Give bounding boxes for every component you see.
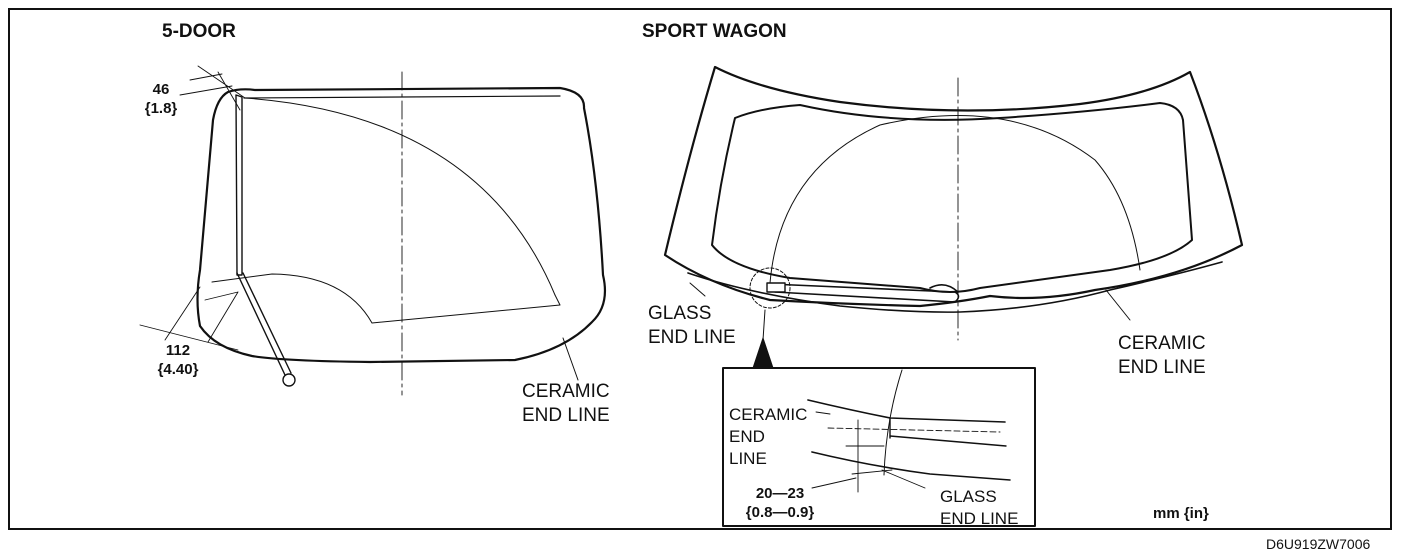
- sport-wagon-glass-label-line1: GLASS: [648, 303, 712, 324]
- detail-ceramic-label-line1: CERAMIC: [729, 405, 808, 424]
- sport-wagon-ceramic-label: CERAMIC END LINE: [1118, 332, 1206, 380]
- five-door-dim-bottom: 112 {4.40}: [150, 341, 206, 379]
- five-door-dim-top: 46 {1.8}: [136, 80, 186, 118]
- detail-glass-end-line: [811, 451, 1011, 481]
- detail-glass-label: GLASS END LINE: [940, 486, 1018, 530]
- title-sport-wagon: SPORT WAGON: [642, 21, 787, 42]
- detail-dim-leader: [811, 477, 857, 489]
- figure-code: D6U919ZW7006: [1266, 536, 1371, 552]
- five-door-dim-top-mm: 46: [152, 81, 170, 98]
- sport-wagon-glass-label: GLASS END LINE: [648, 302, 736, 350]
- five-door-wiper-pivot: [282, 373, 296, 387]
- sport-wagon-glass-outline: [663, 65, 1244, 308]
- detail-pointer-arrow: [752, 337, 774, 369]
- sport-wagon-ceramic-leader: [1105, 289, 1131, 321]
- sport-wagon-glass-label-line2: END LINE: [648, 327, 736, 348]
- five-door-wiper-area: [211, 273, 561, 324]
- five-door-dim-bottom-in: {4.40}: [157, 361, 199, 378]
- detail-dim-line: [845, 419, 893, 493]
- detail-ceramic-label-line2: END: [729, 427, 765, 446]
- five-door-wiper-arc: [244, 97, 556, 296]
- five-door-wiper-arm: [236, 272, 292, 376]
- detail-ceramic-leader: [815, 411, 831, 415]
- sport-wagon-wiper-pivot: [766, 282, 786, 293]
- sport-wagon-wiper-arc: [769, 115, 1141, 284]
- five-door-dim-top-lines: [179, 65, 246, 111]
- detail-ceramic-hidden: [827, 427, 1001, 433]
- sport-wagon-glass: [663, 65, 1244, 369]
- unit-label: mm {in}: [1153, 505, 1209, 522]
- detail-ceramic-label: CERAMIC END LINE: [729, 404, 807, 470]
- five-door-glass-outline: [196, 86, 607, 364]
- five-door-glass: [139, 65, 607, 396]
- detail-glass-label-line2: END LINE: [940, 509, 1019, 528]
- five-door-dim-bottom-mm: 112: [165, 342, 191, 359]
- detail-dim-in: {0.8—0.9}: [745, 504, 815, 521]
- detail-glass-label-line1: GLASS: [940, 487, 997, 506]
- five-door-ceramic-label-line2: END LINE: [522, 405, 610, 426]
- detail-inset-frame: [722, 367, 1036, 527]
- detail-wiper-curve: [883, 369, 903, 476]
- sport-wagon-inner-opening: [711, 102, 1193, 293]
- sport-wagon-glass-leader: [689, 282, 706, 297]
- detail-inset: [722, 367, 1036, 527]
- sport-wagon-detail-circle: [749, 267, 791, 309]
- five-door-wiper-blade: [235, 94, 243, 276]
- figure-frame: [8, 8, 1392, 530]
- sport-wagon-ceramic-label-line2: END LINE: [1118, 357, 1206, 378]
- five-door-ceramic-label-line1: CERAMIC: [522, 381, 610, 402]
- five-door-dim-bottom-lines: [139, 286, 239, 351]
- five-door-dim-top-in: {1.8}: [144, 100, 178, 117]
- five-door-ceramic-label: CERAMIC END LINE: [522, 380, 610, 428]
- detail-dim: 20—23 {0.8—0.9}: [738, 484, 822, 522]
- sport-wagon-ceramic-label-line1: CERAMIC: [1118, 333, 1206, 354]
- sport-wagon-glass-end-line: [687, 261, 1223, 313]
- detail-pointer-line: [762, 309, 766, 341]
- five-door-ceramic-leader: [562, 337, 579, 381]
- detail-glass-leader: [881, 469, 926, 489]
- title-five-door: 5-DOOR: [162, 21, 236, 42]
- detail-ceramic-label-line3: LINE: [729, 449, 767, 468]
- detail-dim-mm: 20—23: [755, 485, 805, 502]
- sport-wagon-wiper: [769, 283, 960, 303]
- detail-ceramic-line: [889, 435, 1007, 447]
- detail-glass-edge-upper: [807, 399, 1006, 423]
